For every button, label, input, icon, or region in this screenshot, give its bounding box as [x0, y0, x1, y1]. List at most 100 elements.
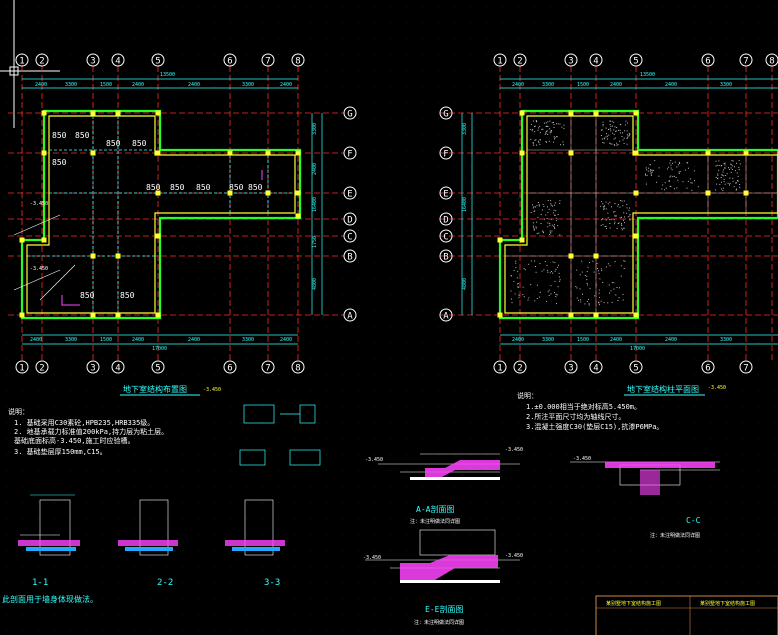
left-plan-columns [19, 110, 301, 318]
left-axis-bubble-5: 5 [151, 53, 165, 67]
svg-text:850: 850 [170, 183, 185, 192]
svg-text:17000: 17000 [152, 346, 167, 352]
svg-text:2400: 2400 [610, 337, 622, 343]
svg-text:2.所注平面尺寸均为轴线尺寸。: 2.所注平面尺寸均为轴线尺寸。 [526, 412, 625, 421]
axis-label: 7 [265, 57, 270, 67]
svg-text:注：未注明做法同详图: 注：未注明做法同详图 [410, 518, 460, 525]
svg-text:2400: 2400 [665, 82, 677, 88]
axis-label: 5 [155, 57, 160, 67]
svg-text:基础底面标高-3.450,施工时应验槽。: 基础底面标高-3.450,施工时应验槽。 [14, 436, 135, 445]
svg-text:3300: 3300 [242, 337, 254, 343]
svg-text:850: 850 [80, 291, 95, 300]
svg-text:8: 8 [295, 364, 300, 374]
svg-text:2: 2 [39, 364, 44, 374]
svg-text:说明：: 说明： [517, 391, 538, 400]
svg-text:1: 1 [497, 364, 502, 374]
svg-text:2400: 2400 [280, 82, 292, 88]
section-2-2: 2-2 [118, 499, 178, 588]
svg-text:-3.450: -3.450 [363, 555, 381, 561]
axis-label: 6 [227, 57, 232, 67]
svg-text:1: 1 [497, 57, 502, 67]
left-axis-bubble-A: A [343, 308, 357, 322]
axis-label: 8 [295, 57, 300, 67]
right-axis-bubble-7: 7 [739, 53, 753, 67]
left-axis-bubble-bottom-4: 4 [111, 360, 125, 374]
svg-text:4800: 4800 [312, 278, 318, 290]
svg-text:某别墅地下室结构施工图: 某别墅地下室结构施工图 [606, 600, 661, 607]
svg-text:3300: 3300 [720, 82, 732, 88]
svg-text:某别墅地下室结构施工图: 某别墅地下室结构施工图 [700, 600, 755, 607]
svg-text:3. 基础垫层厚150mm,C15。: 3. 基础垫层厚150mm,C15。 [14, 447, 107, 456]
svg-text:2400: 2400 [280, 337, 292, 343]
left-top-dimensions [22, 78, 298, 89]
svg-text:3300: 3300 [542, 337, 554, 343]
svg-text:-3.450: -3.450 [30, 201, 48, 207]
svg-text:B: B [347, 253, 352, 263]
section-3-3: 3-3 [225, 499, 285, 588]
left-axis-bubble-C: C [343, 229, 357, 243]
svg-text:2400: 2400 [312, 163, 318, 175]
svg-text:A: A [347, 312, 353, 322]
left-axis-bubble-2: 2 [35, 53, 49, 67]
svg-text:-3.450: -3.450 [708, 385, 726, 391]
svg-text:4: 4 [593, 57, 598, 67]
axis-label: 3 [90, 57, 95, 67]
svg-text:3300: 3300 [242, 82, 254, 88]
svg-text:E: E [347, 190, 352, 200]
right-plan-walls [498, 109, 778, 320]
left-plan: 1 2 3 4 5 6 7 8 1 2 3 4 5 6 7 8 G F E D … [8, 53, 357, 396]
svg-text:2400: 2400 [132, 82, 144, 88]
svg-text:3-3: 3-3 [264, 578, 280, 588]
axis-label: 2 [39, 57, 44, 67]
left-plan-beams [26, 115, 296, 314]
left-axis-bubble-G: G [343, 106, 357, 120]
svg-text:G: G [347, 110, 352, 120]
svg-text:850: 850 [229, 183, 244, 192]
svg-text:2400: 2400 [30, 337, 42, 343]
left-axis-bubble-8: 8 [291, 53, 305, 67]
left-plan-walls [20, 109, 302, 320]
svg-text:B: B [443, 253, 448, 263]
left-axis-bubble-bottom-6: 6 [223, 360, 237, 374]
svg-text:850: 850 [120, 291, 135, 300]
right-plan-hatch [510, 120, 741, 306]
svg-text:3300: 3300 [720, 337, 732, 343]
svg-text:2400: 2400 [610, 82, 622, 88]
right-axis-bubble-8: 8 [765, 53, 778, 67]
svg-text:F: F [443, 150, 448, 160]
svg-text:注：未注明做法同详图: 注：未注明做法同详图 [414, 619, 464, 626]
svg-text:3300: 3300 [65, 337, 77, 343]
svg-text:1. 基础采用C30素砼,HPB235,HRB335级。: 1. 基础采用C30素砼,HPB235,HRB335级。 [14, 418, 154, 427]
left-axis-bubble-F: F [343, 146, 357, 160]
axis-label: 4 [115, 57, 120, 67]
left-axis-bubble-7: 7 [261, 53, 275, 67]
svg-text:2: 2 [517, 364, 522, 374]
axis-label: 1 [19, 57, 24, 67]
svg-text:C-C: C-C [686, 516, 701, 525]
legend-keys [239, 404, 321, 466]
svg-text:1750: 1750 [312, 236, 318, 248]
svg-text:5: 5 [633, 364, 638, 374]
svg-text:-3.450: -3.450 [30, 266, 48, 272]
right-axis-bubble-4: 4 [589, 53, 603, 67]
section-1-1: 1-1 [18, 494, 80, 588]
left-plan-horizontal-grid [8, 112, 344, 316]
svg-text:2400: 2400 [665, 337, 677, 343]
svg-text:4800: 4800 [462, 278, 468, 290]
svg-text:1500: 1500 [577, 82, 589, 88]
svg-text:2400: 2400 [512, 337, 524, 343]
svg-text:6: 6 [705, 364, 710, 374]
svg-text:1-1: 1-1 [32, 578, 48, 588]
right-plan: 1 2 3 4 5 6 7 8 1 2 3 4 5 6 7 G F E D C … [439, 53, 778, 396]
bottom-note: 此剖面用于墙身体现做法。 [2, 594, 98, 604]
svg-text:850: 850 [146, 183, 161, 192]
svg-text:13500: 13500 [160, 72, 175, 78]
svg-text:F: F [347, 150, 352, 160]
svg-text:E: E [443, 190, 448, 200]
svg-text:3: 3 [568, 364, 573, 374]
svg-text:1500: 1500 [100, 337, 112, 343]
left-plan-labels: 850 850 850 850 850 850 850 850 850 850 … [52, 131, 263, 300]
svg-text:D: D [347, 216, 352, 226]
left-axis-bubble-D: D [343, 212, 357, 226]
